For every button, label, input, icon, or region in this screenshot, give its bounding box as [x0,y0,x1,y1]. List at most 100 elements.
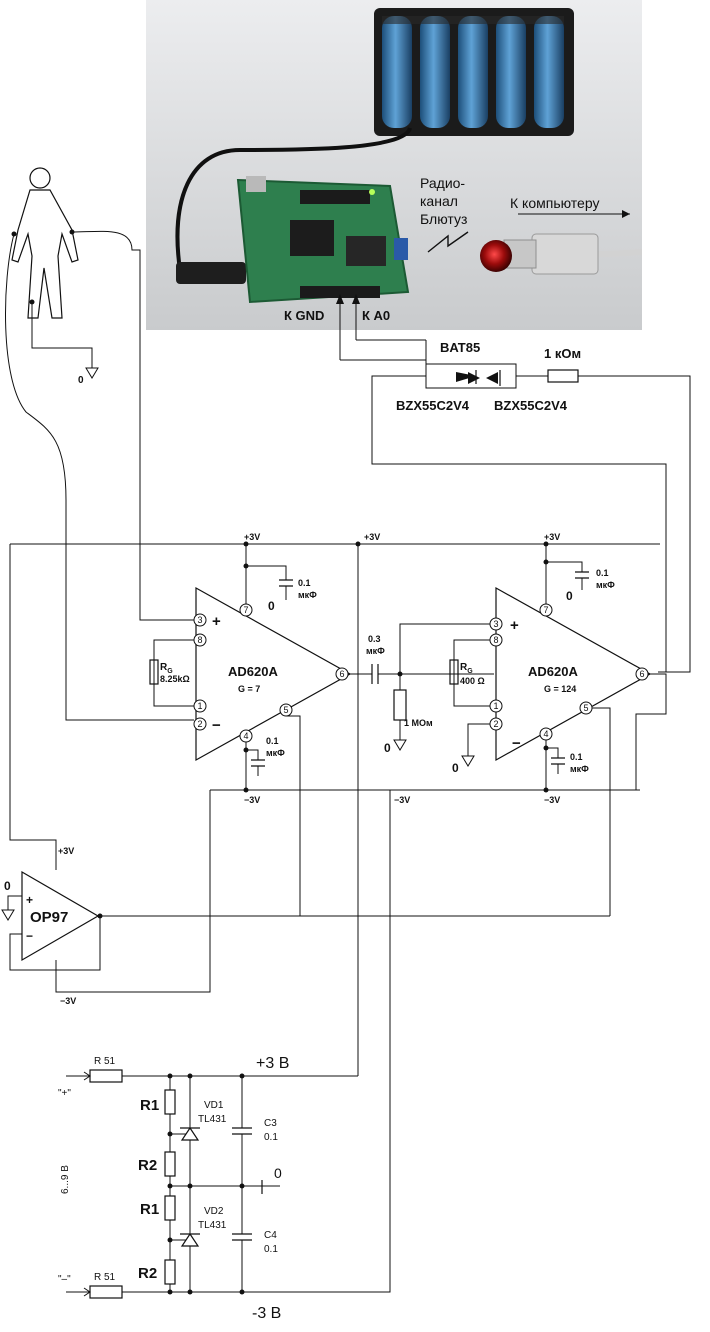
power-supply: R 51 R 51 "+" "–" 6...9 В R1 R2 R1 R2 [58,790,391,1322]
svg-text:C3: C3 [264,1118,277,1129]
hardware-photo: Радио- канал Блютуз К компьютеру К GND К… [146,0,643,360]
svg-text:−3V: −3V [544,795,560,805]
radio-label-line1: Радио- [420,175,465,191]
amp1-name: AD620A [228,664,278,679]
supply-out-neg: -3 В [252,1305,281,1322]
amp1-pin6: 6 [339,669,344,679]
svg-text:0.1: 0.1 [570,752,583,762]
amp1-pin2: 2 [197,719,202,729]
svg-text:0.1: 0.1 [266,736,279,746]
amp1-pin1: 1 [197,701,202,711]
svg-text:"+": "+" [58,1088,71,1099]
zener-2-icon [486,372,498,384]
amp1-pin4: 4 [243,731,248,741]
svg-text:R1: R1 [140,1201,159,1218]
body-ground-label: 0 [78,375,84,386]
svg-text:−3V: −3V [60,996,76,1006]
svg-text:TL431: TL431 [198,1114,227,1125]
amp1-pin8: 8 [197,635,202,645]
svg-text:мкФ: мкФ [266,748,285,758]
amp2-rg-icon [449,659,459,685]
amp1-minus: − [212,717,221,734]
svg-text:R 51: R 51 [94,1056,116,1067]
usb-dongle-image [480,233,643,275]
coupling-resistor-label: 1 МОм [404,718,433,728]
svg-text:VD1: VD1 [204,1100,224,1111]
svg-text:RG: RG [460,662,473,675]
amp1-pin5: 5 [283,705,288,715]
svg-text:0: 0 [274,1165,282,1181]
svg-text:0.1: 0.1 [264,1132,278,1143]
battery-pack-image [374,8,574,136]
svg-text:"–": "–" [58,1274,71,1285]
ground-icon [85,367,99,379]
coupling-resistor-icon [393,689,407,721]
svg-text:−: − [512,735,521,752]
r51-bot-icon [89,1285,123,1299]
svg-text:6: 6 [639,669,644,679]
amp1-pin3: 3 [197,615,202,625]
amp1-pin7: 7 [243,605,248,615]
coupling-stage: 0.3 мкФ 1 МОм 0 +3V −3V [348,532,494,805]
zener-1-icon [468,372,480,384]
svg-text:4: 4 [543,729,548,739]
amp1-plus: + [212,613,221,630]
amp1-vpos: +3V [244,532,260,542]
zener-1-label: BZX55C2V4 [396,398,470,413]
radio-link-icon [427,231,469,253]
svg-text:0.1: 0.1 [264,1244,278,1255]
battery-voltage-label: 6...9 В [60,1165,71,1194]
svg-text:+: + [26,893,33,907]
svg-text:R2: R2 [138,1157,157,1174]
svg-text:0.3: 0.3 [368,634,381,644]
protection-network: BAT85 1 кОм BZX55C2V4 BZX55C2V4 [340,339,691,673]
c3-icon [232,1127,252,1135]
svg-text:C4: C4 [264,1230,277,1241]
arduino-board-image [236,176,410,304]
svg-text:+: + [510,617,519,634]
svg-text:мкФ: мкФ [298,590,317,600]
amp1-rg-icon [149,659,159,685]
amp1-gain: G = 7 [238,684,260,694]
amp2-gain: G = 124 [544,684,576,694]
coupling-cap-icon [371,664,379,684]
svg-text:8: 8 [493,635,498,645]
amp2: AD620A G = 124 3 8 1 2 7 4 6 5 + − RG 40… [449,532,667,916]
svg-text:1: 1 [493,701,498,711]
amp1-triangle-icon [195,586,352,762]
amp2-triangle-icon [495,586,652,762]
a0-arrow-icon [352,294,360,304]
r1-top-icon [164,1089,176,1115]
op97-name: OP97 [30,909,68,926]
svg-text:TL431: TL431 [198,1220,227,1231]
power-jack-image [176,262,246,284]
svg-text:−: − [26,929,33,943]
r2-bot-icon [164,1259,176,1285]
radio-label-line2: канал [420,193,458,209]
amp1: AD620A G = 7 3 8 1 2 7 4 6 5 + − RG 8.25… [149,532,352,916]
resistor-1k-icon [547,369,579,383]
to-gnd-label: К GND [284,308,324,323]
to-a0-label: К А0 [362,308,390,323]
amp1-rg-value: 8.25kΩ [160,674,190,684]
svg-text:0.1: 0.1 [596,568,609,578]
zener-2-label: BZX55C2V4 [494,398,568,413]
amp1-top-cap-icon [279,579,293,587]
human-body-icon [11,167,79,319]
amp2-name: AD620A [528,664,578,679]
svg-text:7: 7 [543,605,548,615]
amp2-rg-value: 400 Ω [460,676,485,686]
svg-text:0: 0 [452,761,459,775]
resistor-1k-label: 1 кОм [544,346,581,361]
svg-text:R2: R2 [138,1265,157,1282]
svg-text:R1: R1 [140,1097,159,1114]
r1-bot-icon [164,1195,176,1221]
r2-top-icon [164,1151,176,1177]
c4-icon [232,1233,252,1241]
supply-out-pos: +3 В [256,1055,289,1072]
svg-text:+3V: +3V [544,532,560,542]
svg-text:R 51: R 51 [94,1272,116,1283]
svg-text:мкФ: мкФ [596,580,615,590]
bat85-label: BAT85 [440,340,480,355]
svg-text:5: 5 [583,703,588,713]
